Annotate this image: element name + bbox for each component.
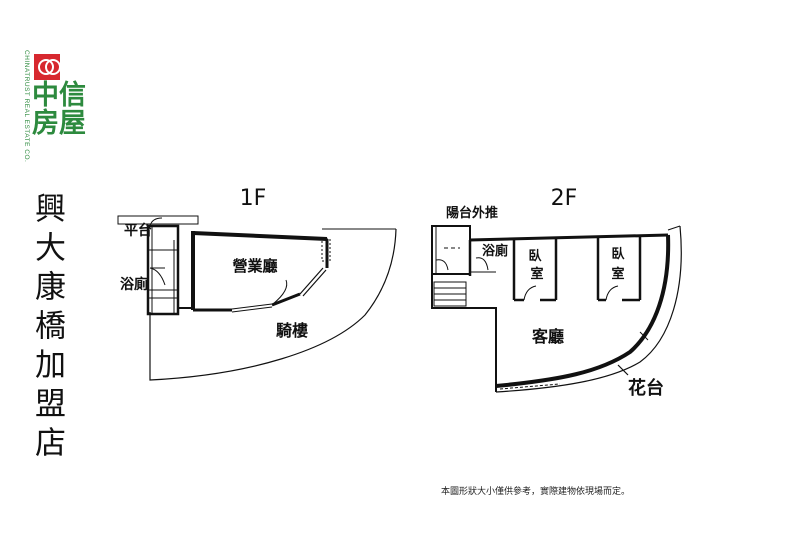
room-label-planter: 花台 [628, 377, 664, 399]
room-label-2f-bath: 浴廁 [482, 243, 508, 259]
floor-2f-title: 2F [551, 186, 578, 211]
brand-emblem-icon [34, 54, 61, 80]
room-label-bedroom-2-part: 臥 [611, 247, 625, 262]
room-label-bedroom-1-part2: 室 [530, 266, 543, 282]
floor-1f-title: 1F [240, 186, 267, 211]
room-label-terrace: 平台 [124, 222, 152, 239]
planter-leader-line [617, 364, 629, 376]
brand-name: 中信房屋 [32, 80, 86, 139]
store-name: 興大康橋加盟店 [29, 192, 65, 465]
floor-plan-2f [431, 225, 682, 393]
room-label-balcony: 陽台外推 [446, 205, 498, 221]
room-label-bedroom-1-part: 臥 [528, 249, 542, 264]
floor-plan-1f [117, 215, 397, 381]
room-label-bedroom-2-part2: 室 [611, 266, 624, 282]
room-label-1f-bath: 浴廁 [120, 276, 148, 293]
room-label-business-hall: 營業廳 [232, 257, 277, 275]
brand-logo-block: CHINATRUST REAL ESTATE CO. 中信房屋 [18, 50, 98, 170]
disclaimer-note: 本圖形狀大小僅供參考，實際建物依現場而定。 [441, 487, 631, 497]
room-label-arcade: 騎樓 [276, 321, 308, 340]
brand-english-name: CHINATRUST REAL ESTATE CO. [23, 50, 30, 163]
room-label-living-room: 客廳 [532, 327, 564, 346]
